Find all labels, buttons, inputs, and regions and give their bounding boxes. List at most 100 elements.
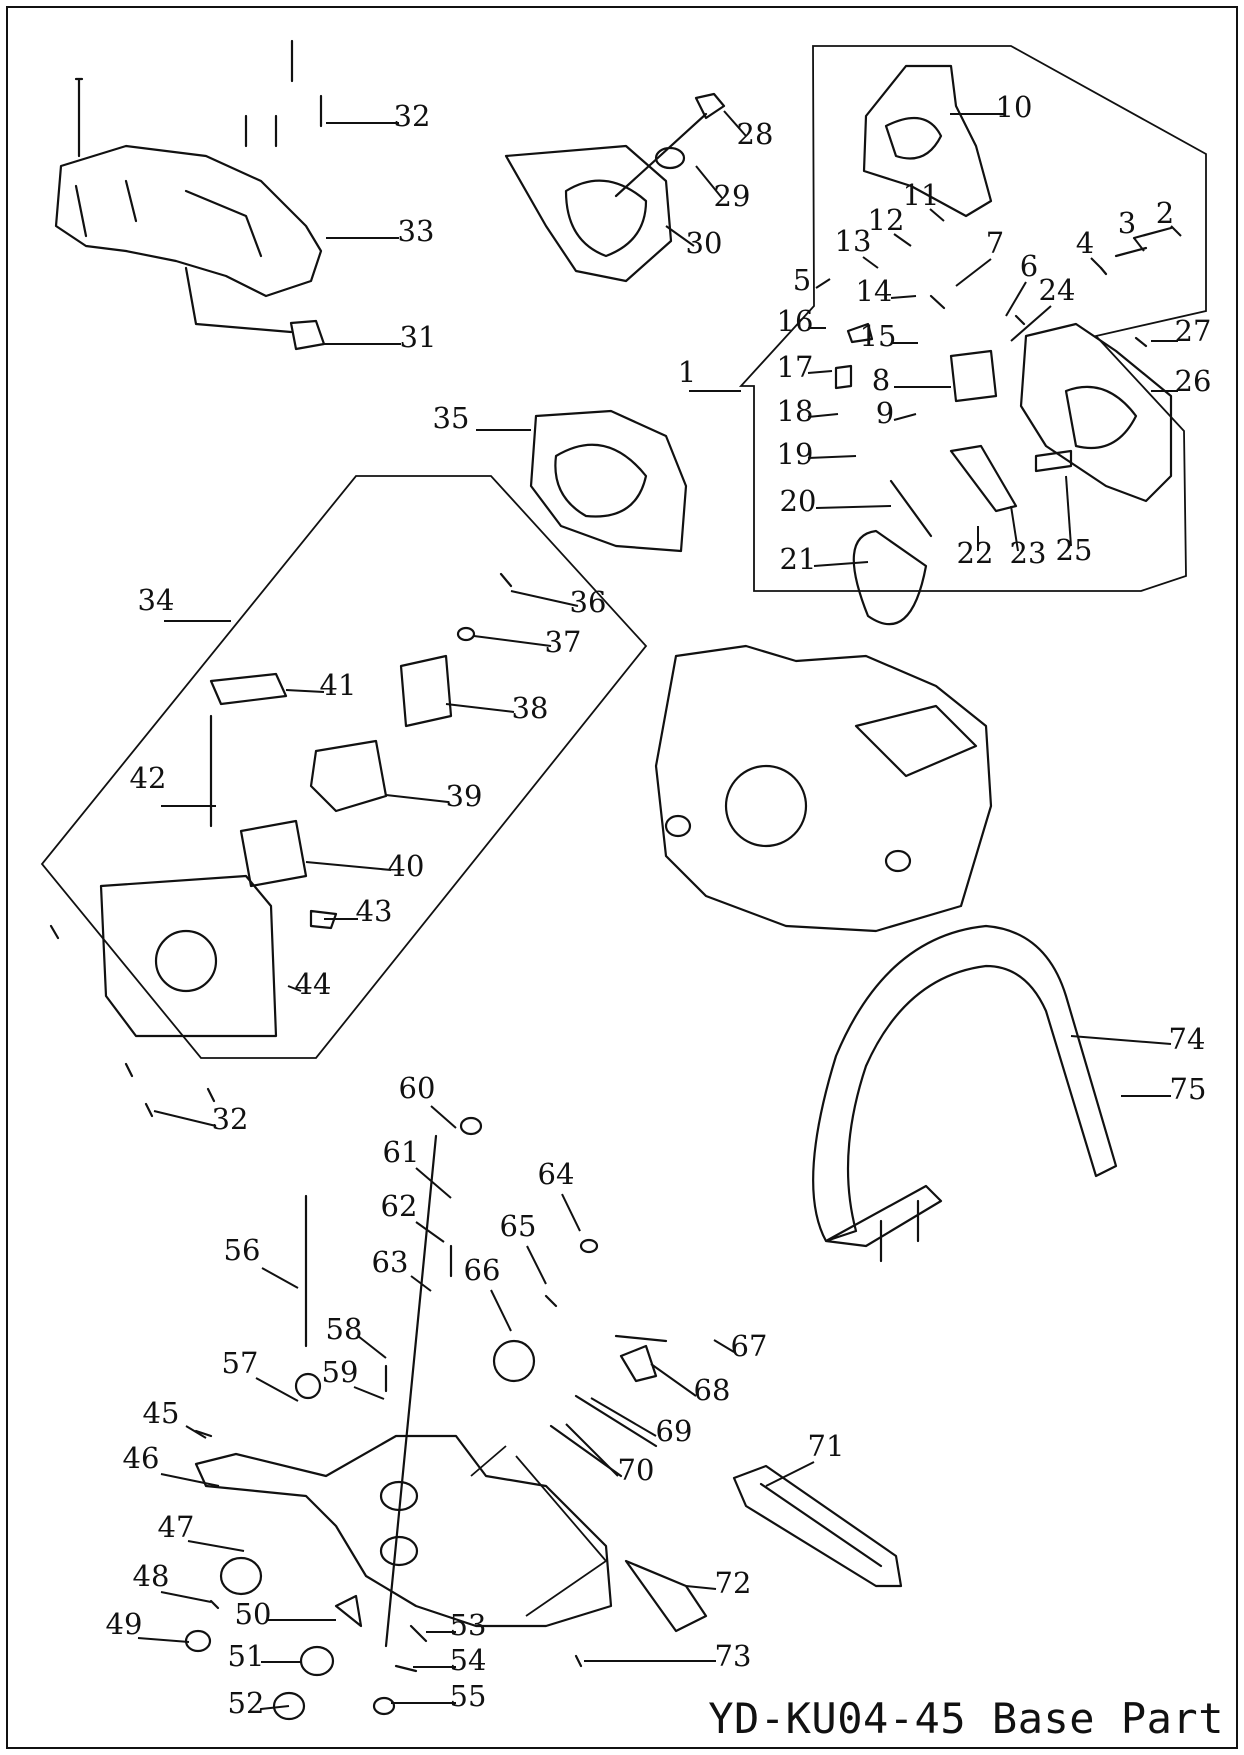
filter-cover-part — [504, 144, 673, 283]
leader-line — [685, 1585, 717, 1590]
leader-line — [807, 370, 833, 374]
callout-label: 61 — [383, 1135, 420, 1169]
callout-label: 38 — [512, 691, 549, 725]
leader-line — [813, 561, 869, 567]
callout-label: 33 — [398, 214, 435, 248]
leader-line — [160, 1591, 212, 1603]
screw-parts-top — [74, 39, 323, 158]
leader-line — [565, 1423, 619, 1477]
callout-label: 21 — [780, 542, 817, 576]
callout-label: 29 — [714, 179, 751, 213]
knob-ring-parts — [614, 92, 726, 198]
callout-label: 55 — [450, 1679, 487, 1713]
engine-part — [654, 644, 993, 933]
leader-line — [1133, 237, 1145, 252]
callout-label: 46 — [123, 1441, 160, 1475]
callout-label: 62 — [381, 1189, 418, 1223]
leader-line — [893, 413, 917, 421]
leader-line — [890, 295, 917, 299]
callout-label: 35 — [433, 401, 470, 435]
callout-label: 42 — [130, 761, 167, 795]
leader-line — [255, 1377, 299, 1402]
leader-line — [187, 1540, 245, 1552]
callout-label: 28 — [737, 117, 774, 151]
callout-label: 24 — [1039, 273, 1076, 307]
leader-lines — [137, 110, 1182, 1710]
leader-line — [185, 1425, 207, 1439]
rear-handle-part — [194, 1434, 613, 1628]
callout-label: 2 — [1156, 196, 1174, 230]
diagram-caption: YD-KU04-45 Base Part — [708, 1694, 1224, 1743]
callout-label: 45 — [143, 1396, 180, 1430]
callout-label: 13 — [835, 224, 872, 258]
leader-line — [1010, 505, 1019, 552]
leader-line — [1070, 1035, 1172, 1045]
callout-label: 30 — [686, 226, 723, 260]
callout-label: 5 — [793, 263, 811, 297]
callout-label: 67 — [731, 1329, 768, 1363]
leader-line — [665, 225, 695, 247]
leader-line — [1090, 257, 1102, 269]
callout-label: 70 — [618, 1453, 655, 1487]
bracket-part — [184, 266, 326, 351]
callout-label: 48 — [133, 1559, 170, 1593]
leader-line — [765, 1461, 815, 1487]
callout-label: 54 — [450, 1643, 487, 1677]
callout-label: 9 — [876, 396, 894, 430]
leader-line — [862, 256, 879, 269]
starter-small-parts — [209, 572, 513, 930]
bar-plate-part — [732, 1464, 903, 1588]
callout-label: 14 — [856, 274, 893, 308]
brake-handle-part — [862, 64, 993, 218]
callout-label: 34 — [138, 583, 175, 617]
callout-label: 72 — [715, 1566, 752, 1600]
callout-label: 6 — [1020, 249, 1038, 283]
leader-line — [695, 165, 723, 199]
callout-label: 18 — [777, 394, 814, 428]
group-34-boundary — [40, 475, 648, 1059]
callout-label: 73 — [715, 1639, 752, 1673]
callout-label: 1 — [678, 355, 696, 389]
callout-label: 26 — [1175, 364, 1212, 398]
callout-label: 58 — [326, 1312, 363, 1346]
callout-label: 3 — [1118, 206, 1136, 240]
group-line — [515, 1455, 608, 1617]
leader-line — [490, 1289, 512, 1332]
callout-label: 57 — [222, 1346, 259, 1380]
part-drawings — [49, 39, 1173, 1721]
callout-label: 19 — [777, 437, 814, 471]
brake-housing-part — [1019, 322, 1173, 503]
leader-line — [807, 413, 839, 418]
brake-small-parts — [834, 226, 1173, 626]
callout-label: 36 — [570, 585, 607, 619]
front-handle-part — [812, 924, 1118, 1263]
leader-line — [260, 1705, 290, 1710]
leader-line — [305, 861, 392, 871]
callout-label: 37 — [545, 625, 582, 659]
callout-label: 8 — [872, 363, 890, 397]
callout-label: 15 — [860, 319, 897, 353]
leader-line — [357, 1335, 387, 1359]
callout-label: 71 — [808, 1429, 845, 1463]
leader-line — [929, 208, 945, 222]
leader-line — [526, 1245, 547, 1285]
callout-label: 69 — [656, 1414, 693, 1448]
leader-line — [415, 1167, 452, 1199]
leader-line — [815, 505, 892, 509]
leader-line — [713, 1339, 735, 1353]
callout-label: 53 — [450, 1608, 487, 1642]
callout-label: 41 — [320, 668, 357, 702]
callout-label: 47 — [158, 1510, 195, 1544]
callout-label: 66 — [464, 1253, 501, 1287]
leader-line — [1065, 475, 1072, 547]
leader-line — [285, 689, 325, 693]
leader-line — [1010, 305, 1052, 342]
callout-label: 50 — [235, 1597, 272, 1631]
callout-label: 63 — [372, 1245, 409, 1279]
starter-housing-part — [99, 874, 278, 1038]
leader-line — [137, 1637, 190, 1643]
callout-label: 52 — [228, 1686, 265, 1720]
sheet-border — [6, 6, 1238, 1749]
screw-parts-lower — [49, 924, 216, 1118]
leader-line — [723, 110, 747, 137]
